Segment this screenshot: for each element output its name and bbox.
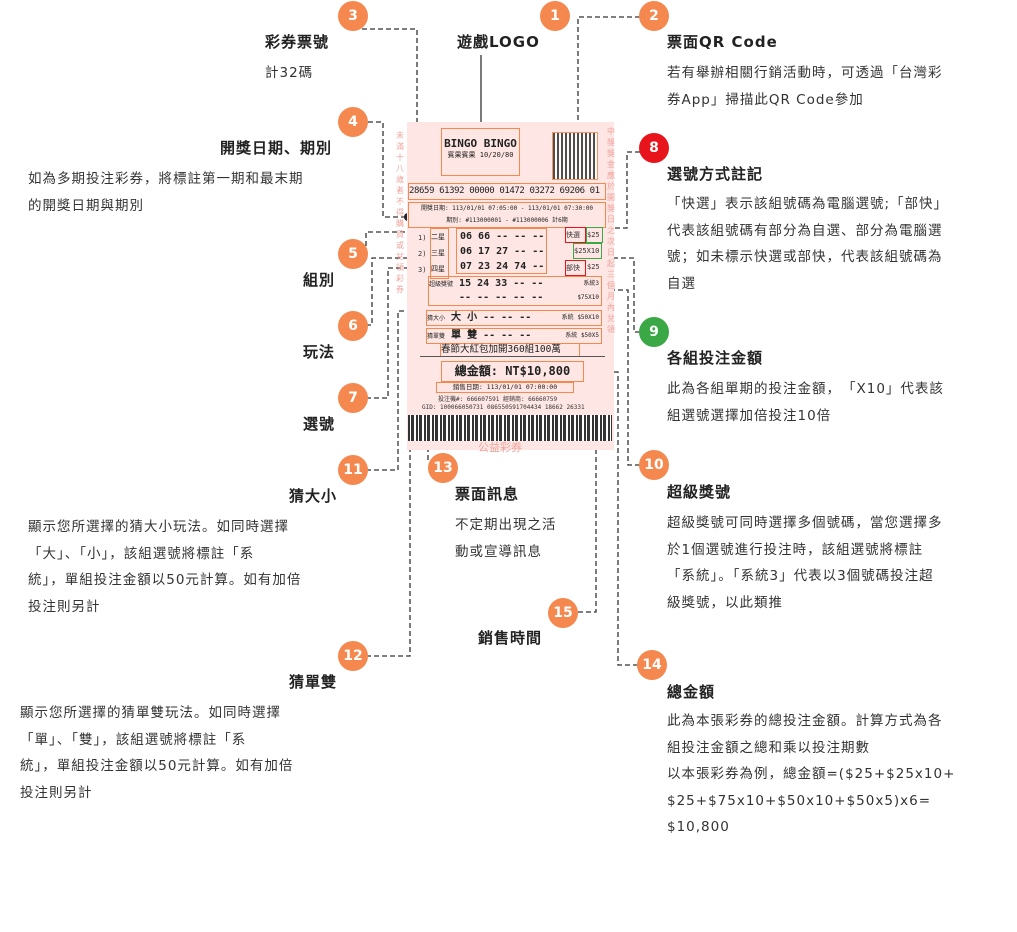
- desc-big-small: 顯示您所選擇的猜大小玩法。如同時選擇「大」、「小」，該組選號將標註「系統」，單組…: [28, 519, 302, 615]
- title-pick-method: 選號方式註記: [667, 165, 764, 183]
- title-selection: 選號: [303, 415, 336, 433]
- callout-10: 10: [639, 450, 669, 480]
- numbers-box: 06 66 -- -- --06 17 27 -- --07 23 24 74 …: [456, 228, 547, 274]
- callout-13: 13: [428, 453, 458, 483]
- callout-14: 14: [637, 650, 667, 680]
- gid: GID: 100066050731 086550591704434 18662 …: [422, 404, 585, 411]
- draw-date-box: 開獎日期: 113/01/01 07:05:00 - 113/01/01 07:…: [408, 202, 606, 228]
- divider: [420, 356, 605, 357]
- title-draw-date: 開獎日期、期別: [220, 139, 333, 157]
- odd-even-box: 猜單雙 單 雙 -- -- --系統 $50X5: [426, 328, 602, 344]
- title-big-small: 猜大小: [289, 487, 338, 505]
- callout-15: 15: [548, 598, 578, 628]
- title-play: 玩法: [303, 343, 336, 361]
- title-qr-code: 票面QR Code: [667, 33, 778, 51]
- callout-3: 3: [338, 1, 368, 31]
- group-indexes: 1)2)3): [418, 234, 427, 274]
- callout-5: 5: [338, 239, 368, 269]
- callout-2: 2: [639, 1, 669, 31]
- title-group: 組別: [303, 271, 336, 289]
- desc-group-amount: 此為各組單期的投注金額， 「X10」代表該組選號選擇加倍投注10倍: [667, 381, 944, 424]
- desc-draw-date: 如為多期投注彩券，將標註第一期和最末期的開獎日期與期別: [28, 171, 304, 214]
- group3-amount: $25: [587, 263, 600, 271]
- callout-9: 9: [639, 317, 669, 347]
- desc-super-number: 超級獎號可同時選擇多個號碼，當您選擇多於1個選號進行投注時，該組選號將標註「系統…: [667, 515, 943, 611]
- ticket-total: 總金額: NT$10,800: [441, 361, 584, 382]
- title-ticket-number: 彩券票號: [265, 33, 330, 51]
- ticket-message: 春節大紅包加開360組100萬: [440, 343, 580, 357]
- group1-amount: $25: [586, 227, 603, 243]
- callout-11: 11: [338, 455, 368, 485]
- callout-6: 6: [338, 311, 368, 341]
- barcode: [408, 415, 612, 441]
- partial-quick-mark: 部快: [565, 260, 586, 276]
- callout-8: 8: [639, 133, 669, 163]
- callout-1: 1: [540, 1, 570, 31]
- title-message: 票面訊息: [455, 485, 520, 503]
- callout-7: 7: [338, 383, 368, 413]
- ticket-side-text-left: 未滿十八歲者不得購買或兌領彩券: [396, 131, 404, 294]
- title-game-logo: 遊戲LOGO: [457, 33, 540, 51]
- ticket-side-text-right: 中獎獎金應於開獎日之次日起三個月內兌領: [607, 127, 615, 334]
- sale-time: 銷售日期: 113/01/01 07:00:00: [436, 382, 574, 393]
- title-super-number: 超級獎號: [667, 483, 732, 501]
- title-total: 總金額: [667, 683, 716, 701]
- desc-total: 此為本張彩券的總投注金額。計算方式為各組投注金額之總和乘以投注期數以本張彩券為例…: [667, 713, 956, 835]
- big-small-box: 猜大小 大 小 -- -- --系統 $50X10: [426, 310, 602, 326]
- desc-pick-method: 「快選」表示該組號碼為電腦選號;「部快」代表該組號碼有部分為自選、部分為電腦選號…: [667, 196, 949, 292]
- quick-pick-mark: 快選: [565, 227, 586, 243]
- groups-play-box: 二星三星四星: [430, 228, 449, 279]
- title-odd-even: 猜單雙: [289, 673, 338, 691]
- group2-amount: $25X10: [573, 243, 602, 259]
- qr-code: [552, 132, 598, 180]
- desc-qr-code: 若有舉辦相關行銷活動時，可透過「台灣彩券App」掃描此QR Code參加: [667, 65, 943, 108]
- super-number-box: 超級獎號 15 24 33 -- --系統3 -- -- -- -- --$75…: [428, 276, 602, 306]
- callout-4: 4: [338, 107, 368, 137]
- desc-ticket-number: 計32碼: [265, 65, 314, 81]
- machine-info: 投注機#: 666607591 經銷商: 66660759: [438, 396, 558, 403]
- callout-12: 12: [338, 641, 368, 671]
- title-sale-time: 銷售時間: [478, 629, 543, 647]
- title-group-amount: 各組投注金額: [667, 349, 764, 367]
- desc-odd-even: 顯示您所選擇的猜單雙玩法。如同時選擇「單」、「雙」，該組選號將標註「系統」，單組…: [20, 705, 294, 801]
- ticket-footer: 公益彩券: [478, 441, 522, 454]
- desc-message: 不定期出現之活動或宣導訊息: [455, 517, 557, 560]
- ticket-serial: 28659 61392 00000 01472 03272 69206 01: [408, 183, 606, 200]
